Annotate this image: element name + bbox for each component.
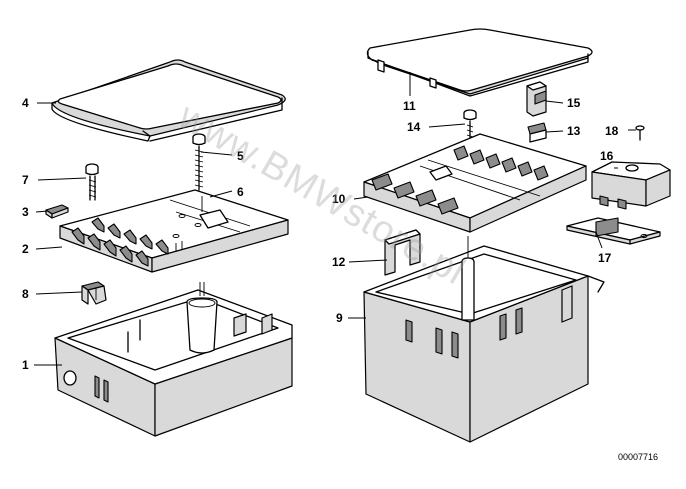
part-18-small-screw (635, 125, 645, 141)
callout-10: 10 (332, 192, 346, 206)
callout-11: 11 (403, 99, 416, 113)
callout-18: 18 (605, 124, 619, 138)
callout-13: 13 (567, 124, 581, 138)
part-4-cover (51, 59, 286, 142)
part-5-long-screw (192, 133, 206, 191)
part-3-clip (45, 204, 69, 219)
callout-15: 15 (567, 96, 581, 110)
part-11-cover (366, 28, 593, 97)
callout-14: 14 (407, 120, 421, 134)
callout-4: 4 (22, 96, 29, 110)
part-15-relay (526, 81, 547, 117)
part-12-clip-bracket (384, 229, 421, 276)
callout-labels: 4 5 6 7 3 2 8 1 11 14 15 13 18 16 17 10 … (22, 96, 619, 372)
callout-6: 6 (237, 185, 244, 199)
part-2-fuse-carrier (59, 189, 289, 273)
part-14-screw (463, 109, 477, 143)
callout-16: 16 (600, 149, 614, 163)
part-7-short-screw (85, 163, 99, 201)
part-8-bracket (81, 281, 107, 305)
callout-3: 3 (22, 205, 29, 219)
part-10-fuse-box (363, 133, 587, 233)
callout-2: 2 (22, 242, 29, 256)
callout-9: 9 (336, 311, 343, 325)
callout-1: 1 (22, 358, 29, 372)
part-9-lower-housing (363, 236, 605, 443)
diagram-code: 00007716 (618, 452, 658, 462)
part-13-fuse (527, 122, 547, 143)
leader-lines (34, 72, 636, 366)
callout-17: 17 (598, 251, 612, 265)
part-16-relay-module (591, 161, 671, 210)
callout-8: 8 (22, 287, 29, 301)
part-1-lower-housing (54, 282, 293, 437)
part-17-mounting-plate (566, 217, 661, 245)
callout-7: 7 (22, 173, 29, 187)
callout-5: 5 (237, 149, 244, 163)
callout-12: 12 (332, 255, 346, 269)
